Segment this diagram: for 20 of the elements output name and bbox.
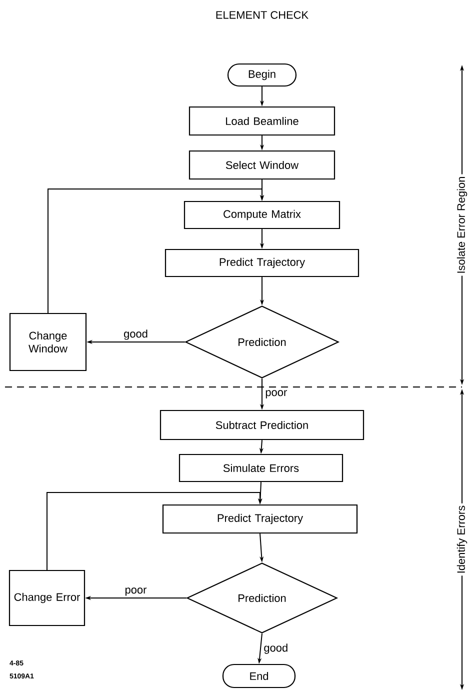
side-label: Isolate Error Region bbox=[454, 174, 470, 276]
process-box: Select Window bbox=[188, 150, 336, 180]
process-box: Predict Trajectory bbox=[162, 504, 358, 534]
arrow bbox=[48, 188, 264, 314]
edge-label: good bbox=[262, 642, 290, 655]
process-box: Load Beamline bbox=[188, 106, 336, 136]
process-box: Simulate Errors bbox=[178, 454, 344, 482]
terminal-box: Begin bbox=[227, 63, 297, 87]
process-box: Change Window bbox=[9, 312, 87, 372]
terminal-box: End bbox=[222, 664, 296, 688]
edge-label: poor bbox=[124, 586, 148, 597]
side-label: Identify Errors bbox=[454, 503, 470, 576]
arrow bbox=[46, 492, 262, 570]
title: ELEMENT CHECK bbox=[216, 11, 308, 19]
process-box: Subtract Prediction bbox=[160, 410, 364, 440]
process-box: Compute Matrix bbox=[184, 200, 340, 230]
edge-label: good bbox=[122, 328, 149, 341]
edge-label: poor bbox=[264, 389, 288, 400]
process-box: Predict Trajectory bbox=[164, 248, 360, 278]
process-box: Change Error bbox=[8, 570, 86, 626]
